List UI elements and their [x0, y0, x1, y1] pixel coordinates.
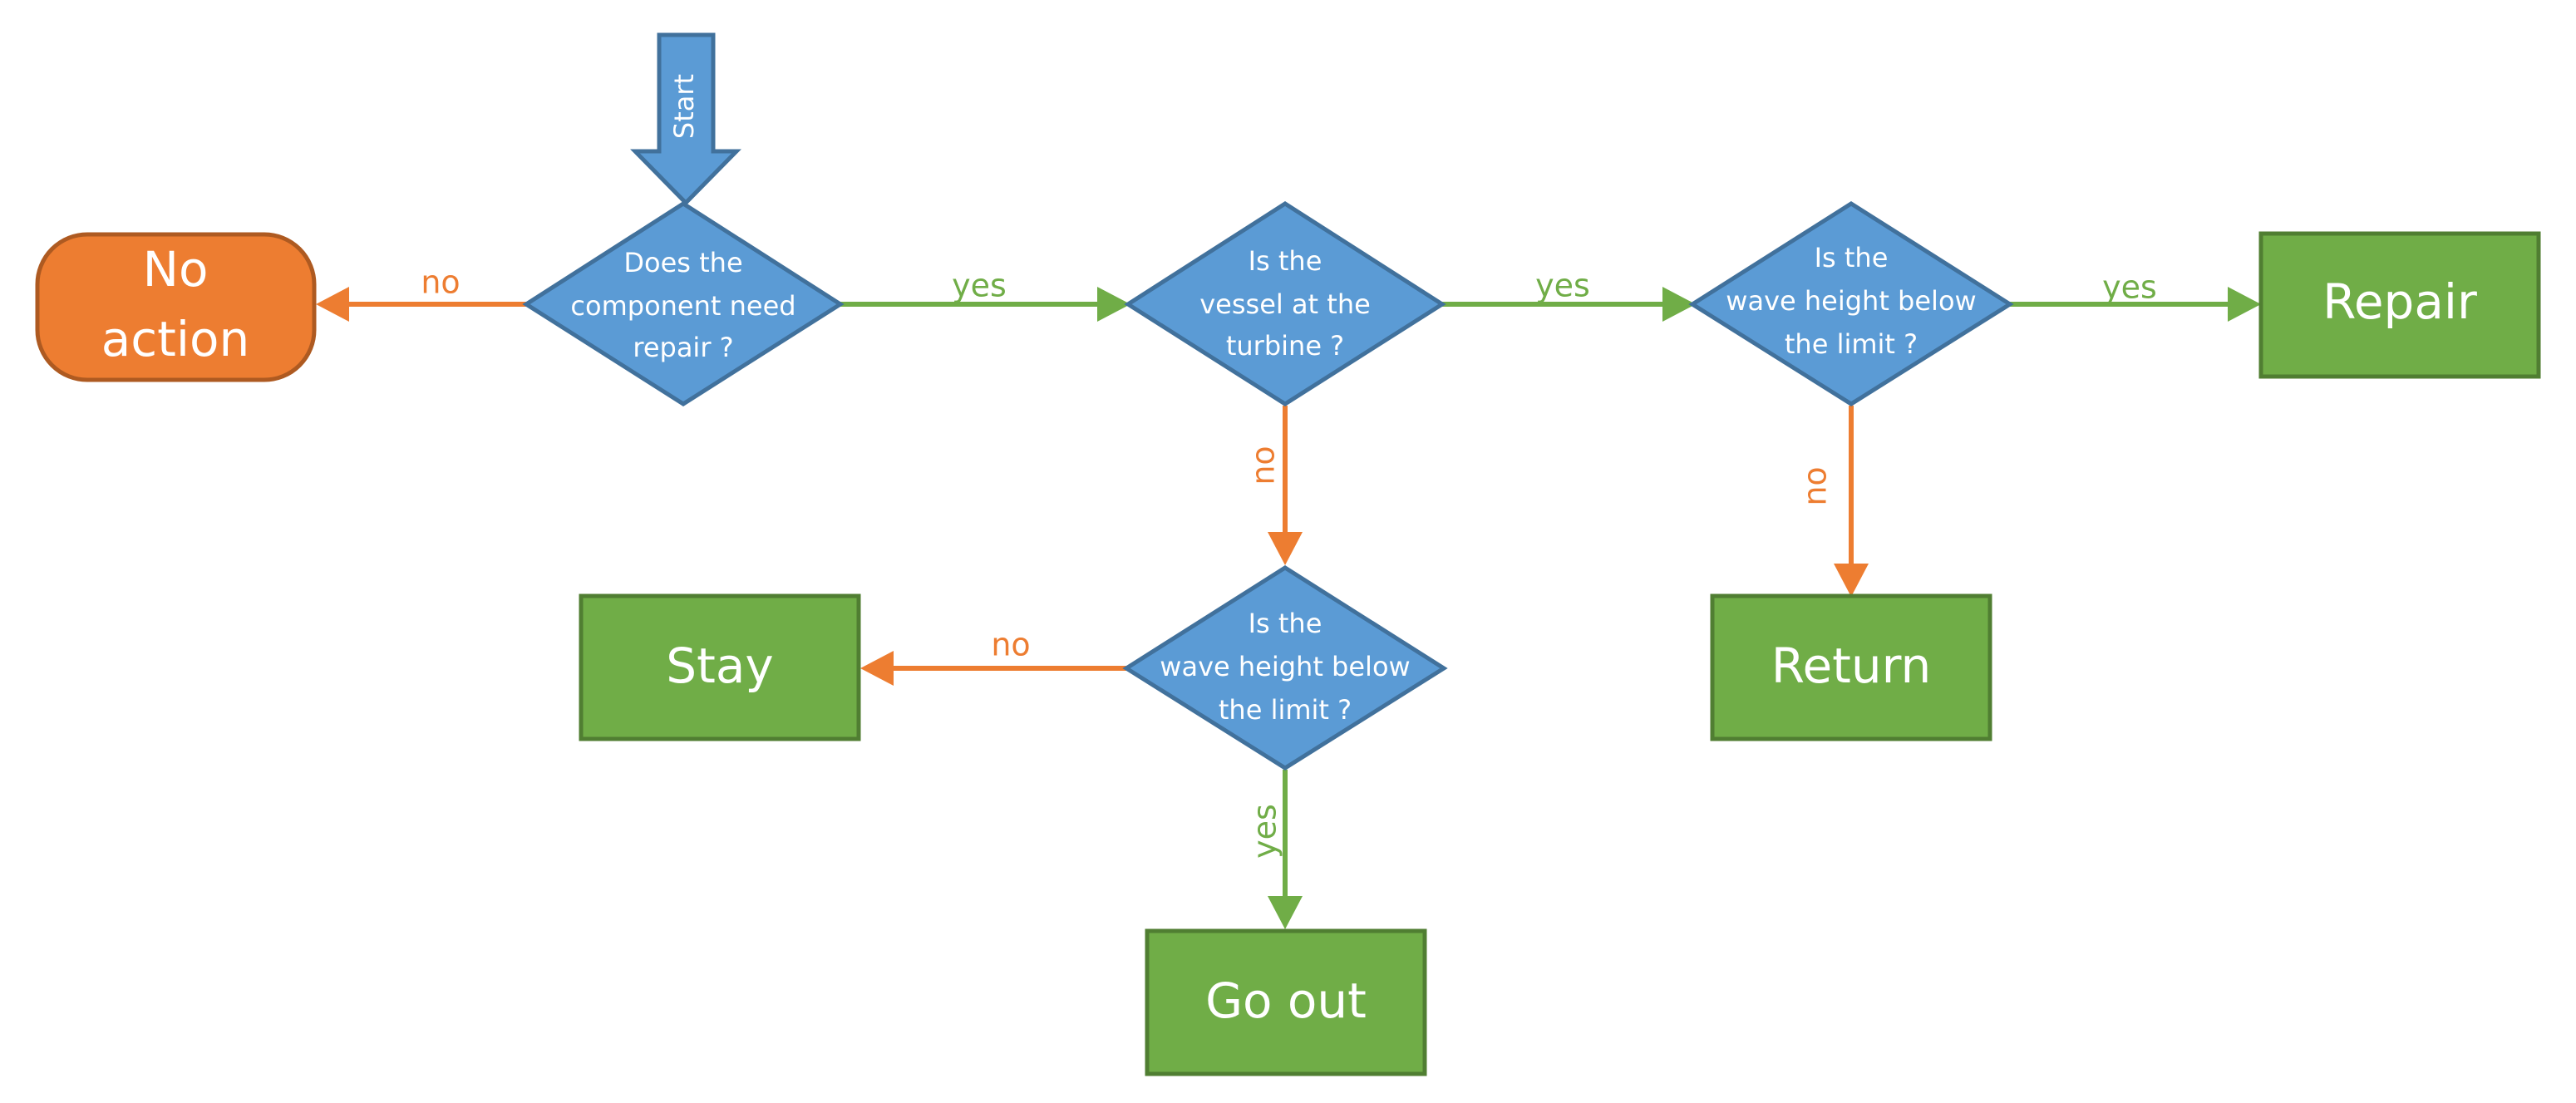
- outcome-stay-label: Stay: [666, 638, 773, 694]
- edge-label-d2-yes: yes: [1535, 268, 1590, 304]
- outcome-box: [579, 593, 861, 741]
- outcome-terminal: [35, 232, 317, 382]
- decision-d1-line2: component need: [570, 290, 795, 322]
- decision-d4: Is the wave height below the limit ?: [1122, 565, 1448, 771]
- edge-label-d1-no: no: [421, 264, 460, 301]
- outcome-return-label: Return: [1771, 638, 1931, 694]
- outcome-box: [2258, 231, 2541, 379]
- decision-d3-line3: the limit ?: [1785, 328, 1918, 360]
- edge-label-d3-yes: yes: [2102, 269, 2157, 306]
- decision-d4-line2: wave height below: [1160, 651, 1410, 682]
- outcome-go-out-label: Go out: [1205, 973, 1367, 1029]
- edge-label-d2-no: no: [1245, 446, 1282, 485]
- decision-diamond: [1122, 565, 1448, 771]
- decision-d3-line1: Is the: [1815, 242, 1889, 273]
- outcome-no-action-line1: No: [143, 241, 209, 298]
- decision-d1-line3: repair ?: [633, 332, 733, 363]
- outcome-go-out: Go out: [1145, 928, 1427, 1076]
- arrow-head-icon: [1834, 564, 1869, 597]
- outcome-no-action-line2: action: [101, 311, 250, 367]
- arrow-head-icon: [316, 287, 349, 322]
- decision-d3: Is the wave height below the limit ?: [1688, 201, 2014, 406]
- decision-diamond: [1688, 201, 2014, 406]
- edge-label-d4-yes: yes: [1247, 804, 1283, 859]
- decision-diamond: [522, 201, 845, 406]
- connectors: no yes yes yes no no no yes: [316, 264, 2261, 929]
- outcome-no-action: No action: [35, 232, 317, 382]
- outcome-stay: Stay: [579, 593, 861, 741]
- decision-d2-line3: turbine ?: [1226, 330, 1344, 362]
- outcome-repair: Repair: [2258, 231, 2541, 379]
- outcome-repair-label: Repair: [2322, 273, 2477, 330]
- edge-label-d1-yes: yes: [952, 268, 1007, 304]
- outcome-box: [1710, 593, 1992, 741]
- arrow-head-icon: [1268, 532, 1303, 565]
- decision-d3-line2: wave height below: [1726, 285, 1976, 317]
- decision-d1-line1: Does the: [623, 247, 742, 278]
- decision-diamond: [1124, 201, 1446, 406]
- arrow-head-icon: [860, 651, 894, 686]
- arrow-head-icon: [2228, 287, 2261, 322]
- decision-d2-line1: Is the: [1249, 245, 1322, 277]
- start-label: Start: [668, 74, 700, 139]
- outcome-box: [1145, 928, 1427, 1076]
- outcome-return: Return: [1710, 593, 1992, 741]
- decision-d4-line1: Is the: [1249, 608, 1322, 639]
- decision-d2-line2: vessel at the: [1199, 288, 1371, 320]
- decision-d1: Does the component need repair ?: [522, 201, 845, 406]
- arrow-head-icon: [1097, 287, 1130, 322]
- edge-label-d4-no: no: [991, 627, 1030, 663]
- start-arrow: Start: [630, 32, 741, 206]
- arrow-head-icon: [1268, 896, 1303, 929]
- arrow-head-icon: [1662, 287, 1696, 322]
- decision-d4-line3: the limit ?: [1219, 694, 1352, 726]
- decision-d2: Is the vessel at the turbine ?: [1124, 201, 1446, 406]
- edge-label-d3-no: no: [1797, 466, 1834, 505]
